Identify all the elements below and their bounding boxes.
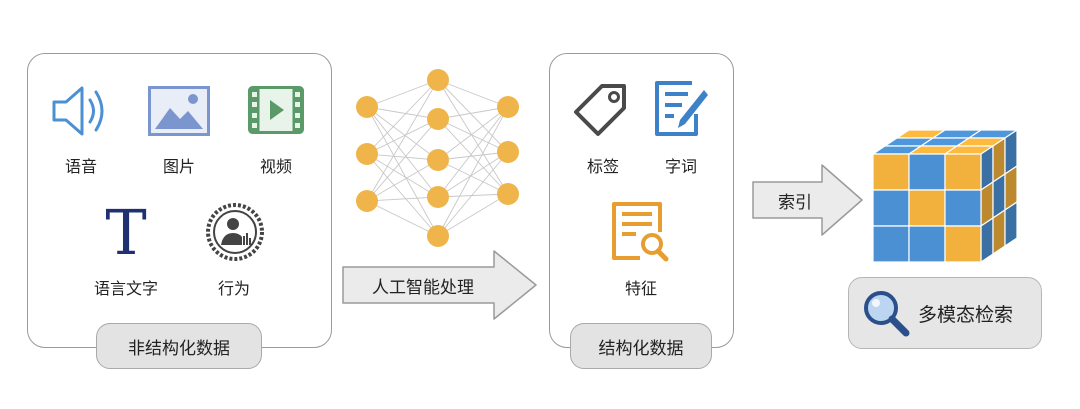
unstructured-data-title: 非结构化数据	[96, 323, 262, 369]
index-arrow	[752, 164, 863, 236]
data-cube-icon	[871, 128, 1019, 264]
nn-edge	[437, 106, 509, 120]
nn-node	[427, 225, 449, 247]
cube-cell	[980, 216, 994, 264]
video-label: 视频	[259, 157, 292, 176]
nn-node	[356, 143, 378, 165]
nn-node	[497, 141, 519, 163]
nn-edge	[437, 79, 509, 108]
nn-edge	[366, 79, 439, 155]
nn-edge	[437, 79, 509, 153]
speaker-icon	[52, 86, 104, 136]
cube-cell	[908, 189, 946, 227]
processing-arrow	[342, 250, 537, 320]
nn-edge	[366, 159, 439, 202]
nn-node	[356, 96, 378, 118]
nn-edge	[437, 151, 509, 237]
structured-data-title: 结构化数据	[570, 323, 712, 369]
nn-edge	[366, 106, 439, 237]
tag-label: 标签	[586, 157, 619, 176]
cube-cell	[872, 189, 910, 227]
nn-node	[497, 183, 519, 205]
text-t-icon: T	[105, 196, 146, 269]
nn-edge	[366, 153, 439, 237]
tag-icon	[574, 84, 626, 136]
nn-node	[497, 96, 519, 118]
cube-cell	[992, 208, 1006, 256]
nn-edge	[366, 106, 439, 161]
multimodal-search-label[interactable]: 多模态检索	[918, 304, 1014, 326]
nn-edge	[366, 106, 439, 198]
nn-edge	[366, 153, 439, 198]
image-icon	[148, 86, 210, 136]
video-icon	[248, 86, 304, 134]
feature-search-icon	[612, 202, 669, 262]
word-label: 字词	[664, 157, 697, 176]
cube-cell	[944, 225, 982, 263]
neural-network-diagram	[356, 69, 519, 247]
cube-cell	[872, 225, 910, 263]
magnifier-icon	[864, 291, 910, 337]
nn-node	[356, 190, 378, 212]
nn-edge	[366, 106, 439, 120]
nn-edge	[437, 118, 509, 195]
processing-label: 人工智能处理	[372, 278, 474, 298]
behavior-label: 行为	[217, 279, 250, 298]
cube-cell	[908, 153, 946, 191]
nn-edge	[366, 79, 439, 108]
user-behavior-icon	[206, 203, 264, 261]
cube-cell	[908, 225, 946, 263]
cube-cell	[1004, 200, 1018, 248]
nn-edge	[366, 118, 439, 155]
index-label: 索引	[778, 193, 812, 213]
nn-node	[427, 149, 449, 171]
edit-document-icon	[655, 81, 708, 136]
nn-node	[427, 186, 449, 208]
nn-node	[427, 69, 449, 91]
nn-node	[427, 108, 449, 130]
cube-cell	[944, 189, 982, 227]
nn-edge	[437, 193, 509, 237]
nn-edge	[437, 118, 509, 153]
audio-label: 语音	[64, 157, 97, 176]
nn-edge	[437, 193, 509, 198]
nn-edge	[437, 106, 509, 161]
svg-text:T: T	[105, 196, 146, 269]
text-label: 语言文字	[93, 279, 158, 298]
structured-data-panel	[549, 53, 734, 348]
cube-cell	[872, 153, 910, 191]
nn-edge	[437, 106, 509, 237]
cube-cell	[944, 153, 982, 191]
nn-edge	[366, 153, 439, 161]
nn-edge	[366, 79, 439, 202]
nn-edge	[437, 79, 509, 195]
image-label: 图片	[162, 157, 195, 176]
feature-label: 特征	[624, 279, 657, 298]
nn-edge	[366, 118, 439, 202]
nn-edge	[437, 151, 509, 161]
nn-edge	[437, 159, 509, 195]
nn-edge	[366, 196, 439, 202]
nn-edge	[437, 106, 509, 198]
nn-edge	[366, 200, 439, 237]
nn-edge	[437, 151, 509, 198]
